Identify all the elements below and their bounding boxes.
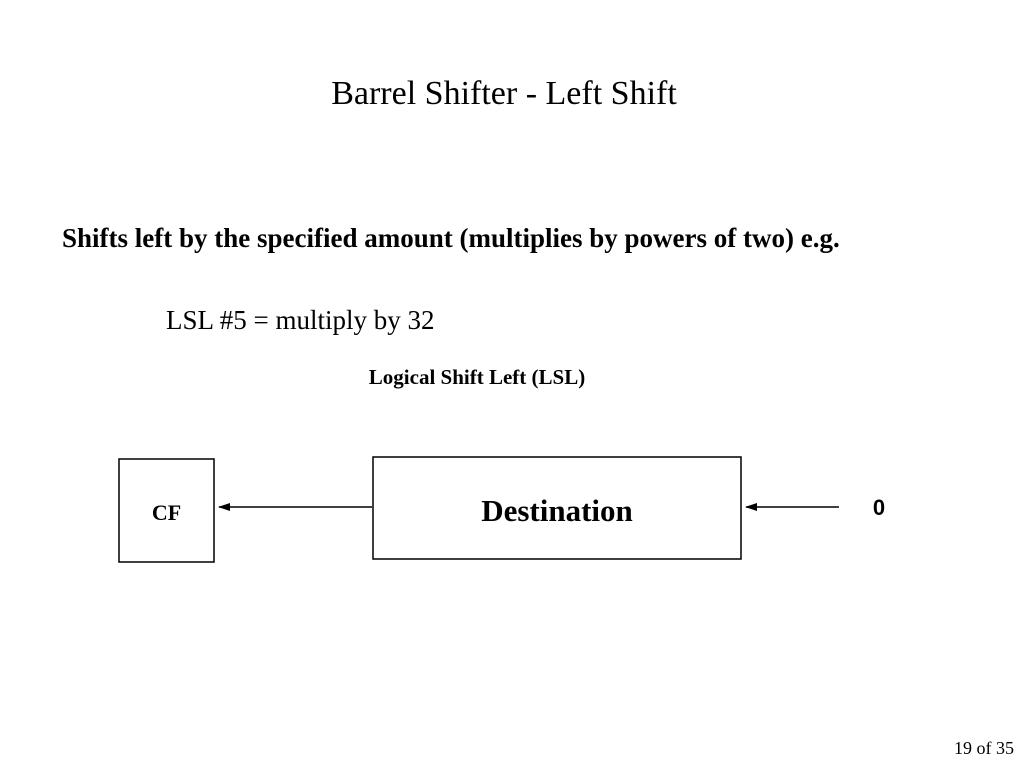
bullet-text: Shifts left by the specified amount (mul… [62,223,840,253]
page-number: 19 of 35 [954,738,1014,758]
example-text: LSL #5 = multiply by 32 [166,305,435,335]
destination-box: Destination [372,456,742,560]
carry-flag-box: CF [118,458,215,563]
carry-flag-label: CF [152,500,181,525]
slide-title: Barrel Shifter - Left Shift [331,75,677,112]
zero-input-label: 0 [873,495,885,520]
diagram-caption: Logical Shift Left (LSL) [368,365,586,389]
destination-label: Destination [481,493,633,528]
